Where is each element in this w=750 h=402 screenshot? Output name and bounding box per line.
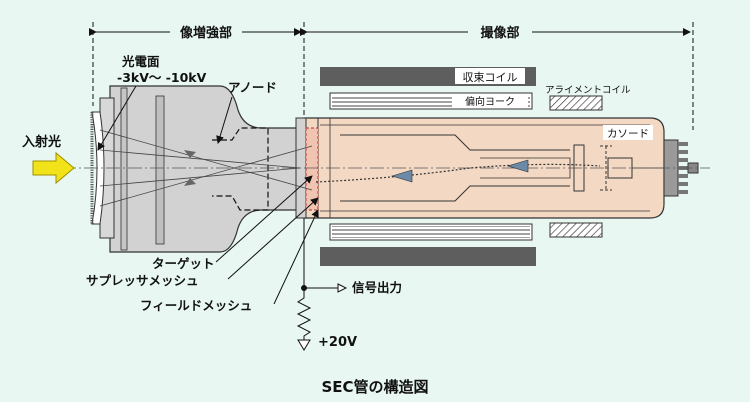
voltage-label: +20V <box>318 335 357 350</box>
anode-leader <box>216 96 233 144</box>
cathode-label: カソード <box>607 128 649 140</box>
incident-light-arrow <box>32 151 75 185</box>
cathode-label-box <box>603 125 653 140</box>
focus-coil-bottom <box>320 247 536 266</box>
alignment-coil-bottom <box>549 222 603 238</box>
incident-light-label: 入射光 <box>22 134 61 150</box>
electron-paths <box>99 129 313 207</box>
mesh-leaders <box>215 175 319 305</box>
suppressor-mesh-label: サプレッサメッシュ <box>86 273 199 288</box>
focus-coil-label-box <box>455 68 525 84</box>
section-markers <box>89 22 694 130</box>
section-label-imaging: 撮像部 <box>480 25 519 41</box>
photocathode-label: 光電面 <box>121 54 160 69</box>
alignment-coil-top <box>549 95 603 111</box>
field-mesh-label: フィールドメッシュ <box>140 298 252 313</box>
anode-label: アノード <box>228 80 277 95</box>
section-label-image-intensifier: 像増強部 <box>180 25 232 41</box>
target-label: ターゲット <box>152 256 215 271</box>
focus-coil-label: 収束コイル <box>463 71 518 84</box>
photocathode-leader <box>97 85 137 151</box>
signal-output-label: 信号出力 <box>352 280 402 295</box>
signal-circuit <box>296 218 348 351</box>
deflection-yoke-label: 偏向ヨーク <box>465 95 515 108</box>
scanning-beam <box>315 163 601 183</box>
diagram-caption: SEC管の構造図 <box>321 378 428 396</box>
alignment-coil-label: アライメントコイル <box>545 85 631 96</box>
photocathode-voltage-label: -3kV～ -10kV <box>117 70 207 85</box>
